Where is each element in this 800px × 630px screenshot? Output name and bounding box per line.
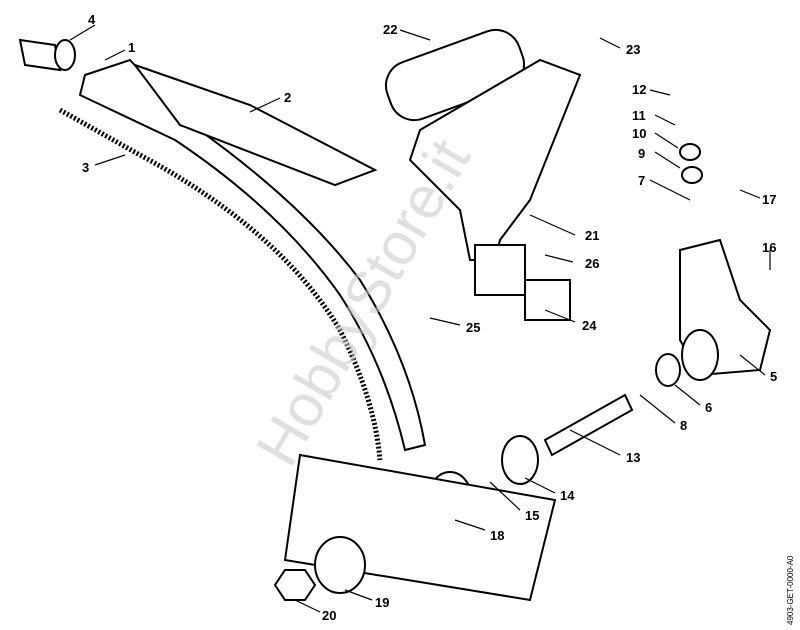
part-label-13[interactable]: 13: [626, 450, 640, 465]
part-label-8[interactable]: 8: [680, 418, 687, 433]
cap: [18, 38, 76, 72]
part-label-2[interactable]: 2: [284, 90, 291, 105]
part-label-11[interactable]: 11: [632, 108, 646, 123]
part-label-12[interactable]: 12: [632, 82, 646, 97]
drive-tube: [78, 58, 427, 452]
part-label-6[interactable]: 6: [705, 400, 712, 415]
part-label-23[interactable]: 23: [626, 42, 640, 57]
part-label-24[interactable]: 24: [582, 318, 597, 333]
part-label-21[interactable]: 21: [585, 228, 599, 243]
part-label-1[interactable]: 1: [128, 40, 135, 55]
part-label-20[interactable]: 20: [322, 608, 336, 623]
watermark: HobbyStore.it: [243, 128, 483, 477]
part-label-5[interactable]: 5: [770, 369, 777, 384]
nut-and-washer: [273, 536, 366, 601]
part-label-17[interactable]: 17: [762, 192, 776, 207]
part-label-22[interactable]: 22: [383, 22, 397, 37]
clamp: [524, 279, 571, 321]
pinion-shaft: [543, 393, 634, 457]
part-label-19[interactable]: 19: [375, 595, 389, 610]
handle: [385, 28, 582, 296]
leader-lines: [69, 24, 771, 613]
part-label-25[interactable]: 25: [466, 320, 480, 335]
part-label-10[interactable]: 10: [632, 126, 646, 141]
part-label-7[interactable]: 7: [638, 173, 645, 188]
drive-shaft: [58, 107, 383, 461]
label-decal: [132, 62, 378, 187]
part-label-16[interactable]: 16: [762, 240, 776, 255]
gear-head: [679, 238, 772, 381]
part-label-14[interactable]: 14: [560, 488, 575, 503]
part-label-3[interactable]: 3: [82, 160, 89, 175]
part-label-26[interactable]: 26: [585, 256, 599, 271]
part-label-4[interactable]: 4: [88, 12, 96, 27]
part-label-15[interactable]: 15: [525, 508, 539, 523]
part-label-18[interactable]: 18: [490, 528, 504, 543]
drawing-code: 4903-GET-0000-A0: [786, 555, 795, 625]
part-label-9[interactable]: 9: [638, 146, 645, 161]
